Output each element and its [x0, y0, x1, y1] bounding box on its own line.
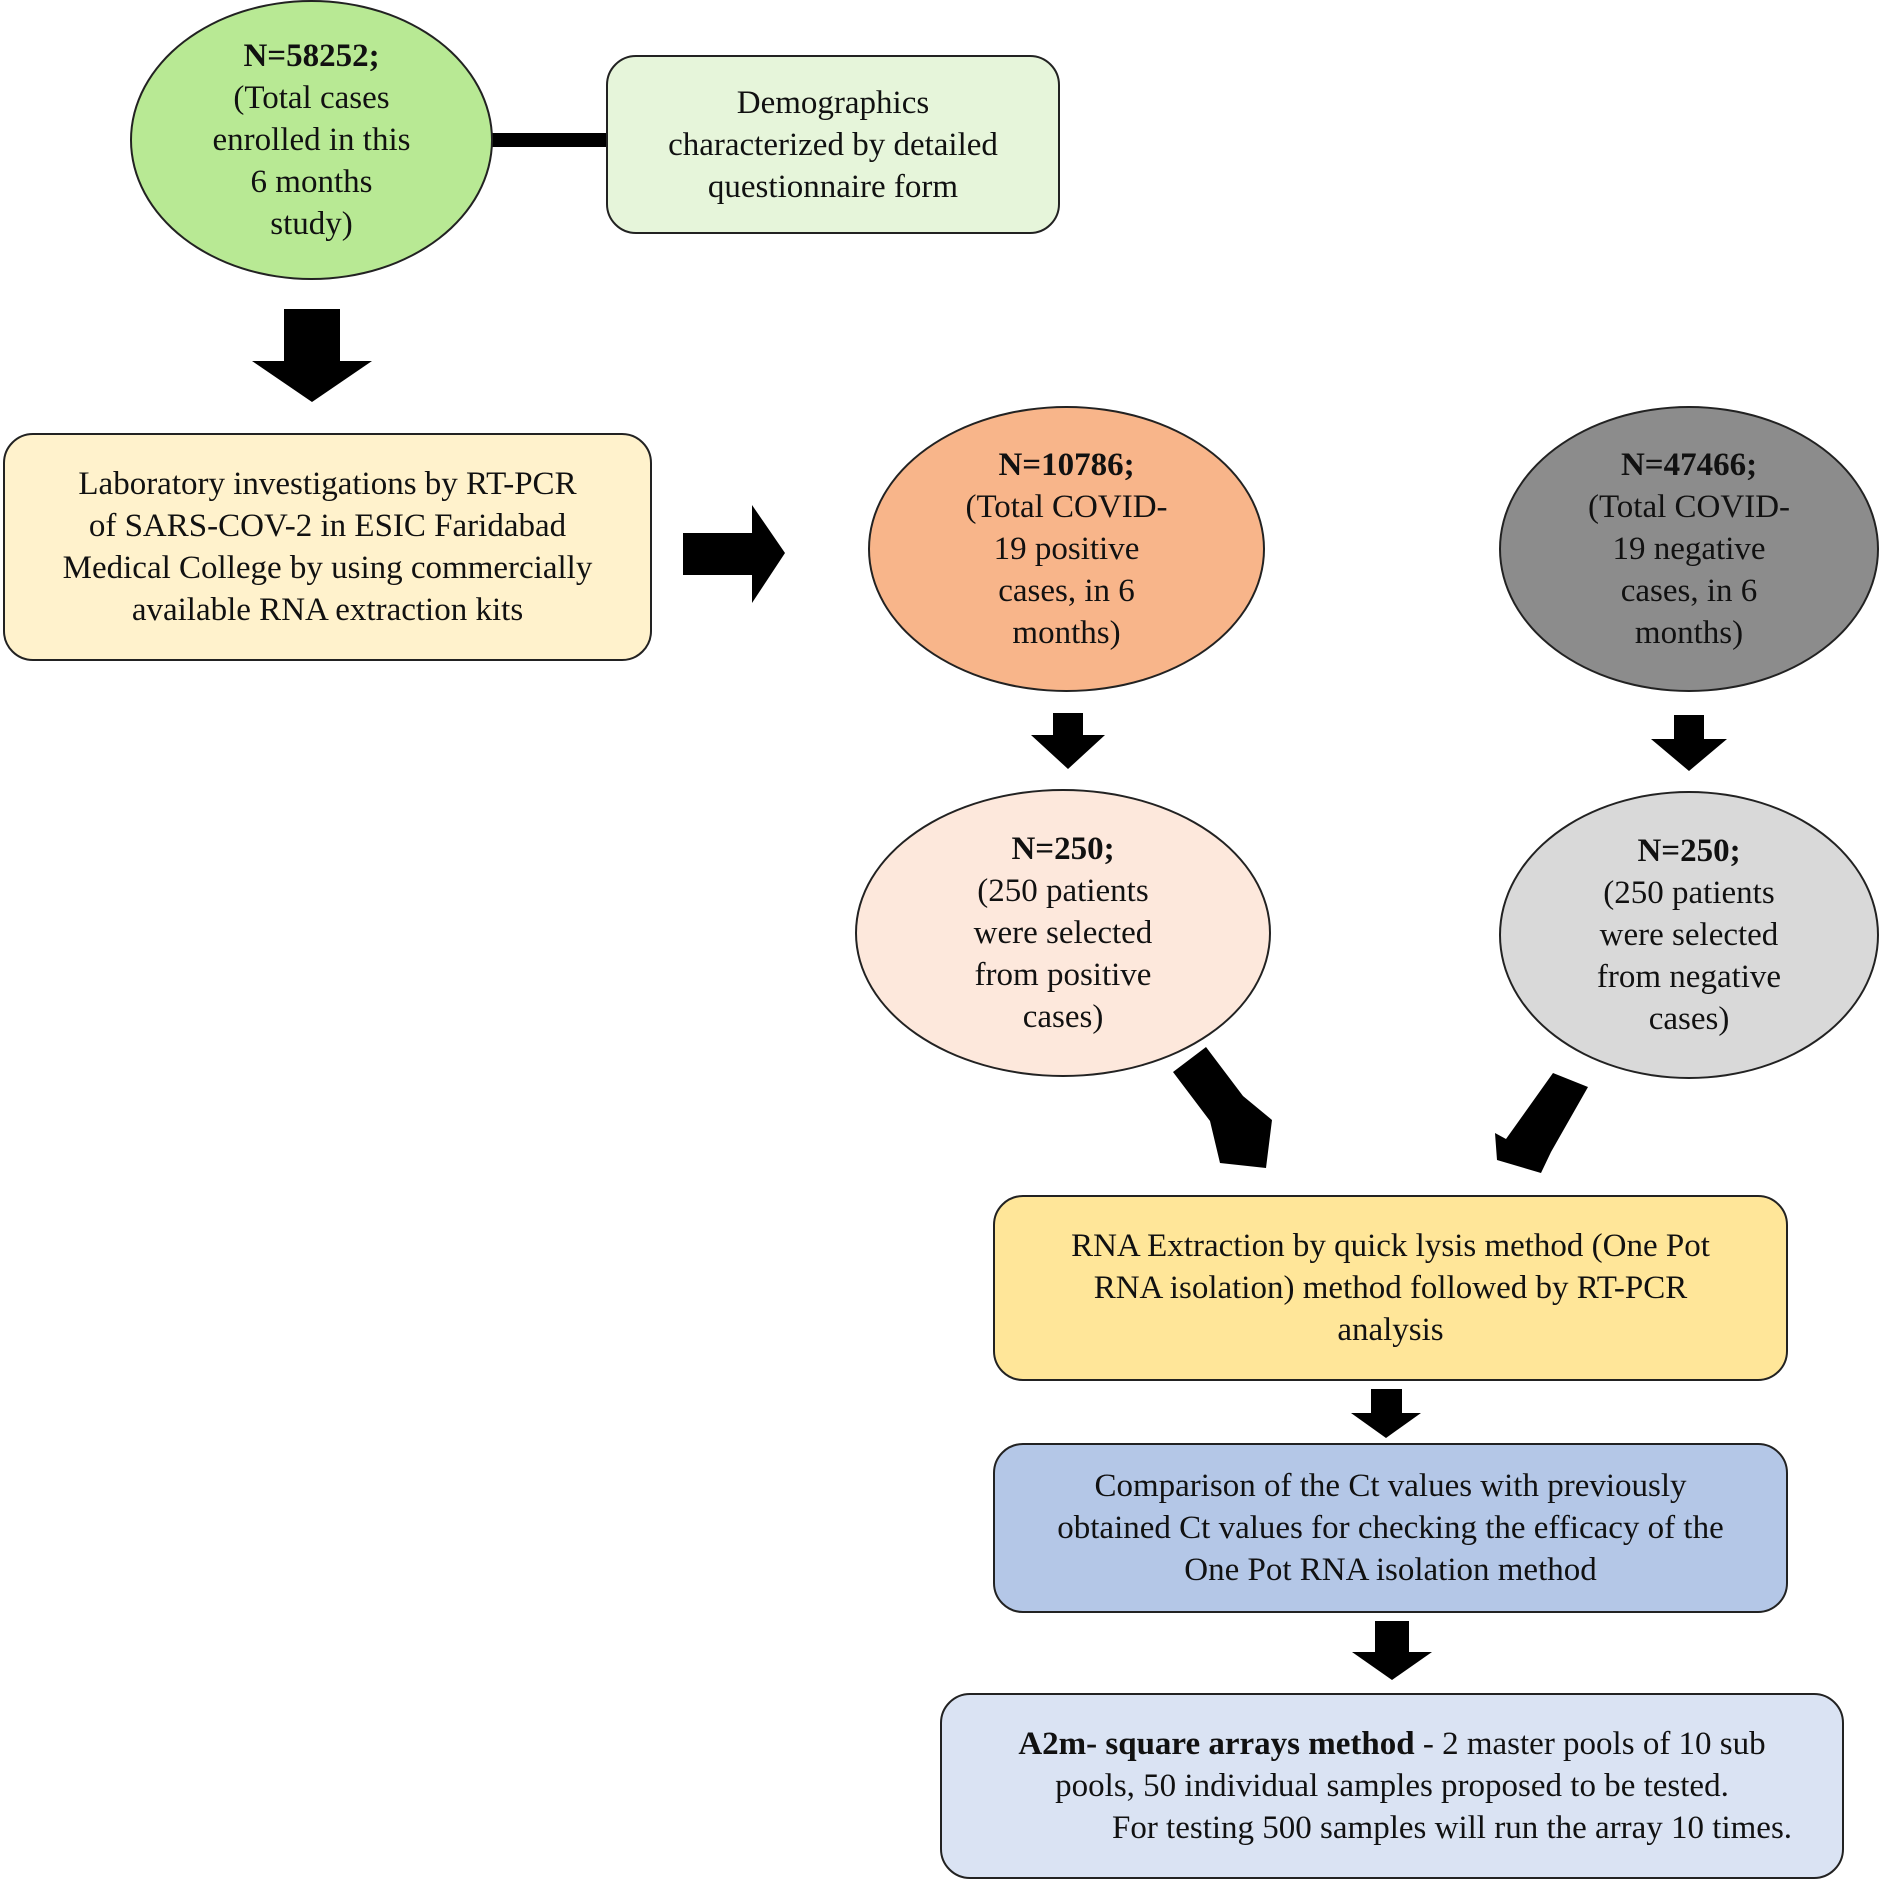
- arrow-down-negative: [1651, 715, 1727, 771]
- negative-cases-line: 19 negative: [1612, 531, 1766, 567]
- positive-cases-line: (Total COVID-: [965, 489, 1168, 525]
- demographics-line: questionnaire form: [707, 168, 959, 205]
- rna-line: analysis: [1337, 1312, 1444, 1348]
- total-cases-node: N=58252; (Total cases enrolled in this 6…: [130, 0, 493, 280]
- arrow-diagonal-negative: [1495, 1073, 1588, 1173]
- positive-sample-line: (250 patients: [977, 873, 1149, 909]
- negative-cases-line: months): [1634, 615, 1744, 651]
- demographics-line: Demographics: [736, 84, 930, 121]
- negative-cases-node: N=47466; (Total COVID- 19 negative cases…: [1499, 406, 1879, 692]
- a2m-method-box: A2m- square arrays method - 2 master poo…: [940, 1693, 1844, 1879]
- total-cases-heading: N=58252;: [243, 38, 380, 74]
- lab-investigation-box: Laboratory investigations by RT-PCR of S…: [3, 433, 652, 661]
- positive-cases-node: N=10786; (Total COVID- 19 positive cases…: [868, 406, 1265, 692]
- positive-cases-line: 19 positive: [993, 531, 1140, 567]
- a2m-line-3: For testing 500 samples will run the arr…: [1111, 1810, 1793, 1846]
- negative-sample-line: (250 patients: [1603, 875, 1775, 911]
- total-cases-line: enrolled in this: [212, 122, 411, 158]
- total-cases-line: study): [270, 206, 353, 242]
- total-cases-line: 6 months: [250, 164, 373, 200]
- positive-cases-line: months): [1012, 615, 1121, 651]
- positive-cases-line: cases, in 6: [998, 573, 1135, 609]
- negative-cases-heading: N=47466;: [1620, 447, 1758, 483]
- positive-sample-line: were selected: [973, 915, 1153, 951]
- positive-cases-heading: N=10786;: [998, 447, 1135, 483]
- negative-cases-line: (Total COVID-: [1587, 489, 1791, 525]
- rna-line: RNA Extraction by quick lysis method (On…: [1071, 1228, 1710, 1264]
- positive-sample-line: cases): [1022, 999, 1104, 1035]
- demographics-line: characterized by detailed: [668, 126, 998, 163]
- arrow-down-to-lab: [252, 309, 372, 402]
- a2m-line-1-rest: - 2 master pools of 10 sub: [1414, 1726, 1766, 1762]
- positive-sample-heading: N=250;: [1011, 831, 1115, 867]
- total-cases-line: (Total cases: [233, 80, 390, 116]
- lab-line: available RNA extraction kits: [131, 592, 524, 628]
- a2m-line-1: A2m- square arrays method - 2 master poo…: [1018, 1723, 1765, 1765]
- positive-sample-line: from positive: [974, 957, 1152, 993]
- lab-line: Medical College by using commercially: [62, 550, 593, 586]
- rna-extraction-box: RNA Extraction by quick lysis method (On…: [993, 1195, 1788, 1381]
- negative-cases-line: cases, in 6: [1620, 573, 1758, 609]
- connector-total-demographics: [490, 133, 608, 147]
- comparison-line: Comparison of the Ct values with previou…: [1094, 1468, 1687, 1504]
- a2m-line-2: pools, 50 individual samples proposed to…: [1055, 1768, 1729, 1804]
- negative-sample-line: were selected: [1599, 917, 1779, 953]
- demographics-box: Demographics characterized by detailed q…: [606, 55, 1060, 234]
- lab-line: Laboratory investigations by RT-PCR: [78, 466, 577, 502]
- negative-sample-line: from negative: [1596, 959, 1782, 995]
- negative-sample-heading: N=250;: [1637, 833, 1741, 869]
- arrow-diagonal-positive: [1173, 1047, 1272, 1168]
- negative-sample-line: cases): [1648, 1001, 1730, 1037]
- arrow-right-to-results: [683, 505, 785, 603]
- arrow-down-comparison: [1351, 1389, 1421, 1438]
- rna-line: RNA isolation) method followed by RT-PCR: [1093, 1270, 1688, 1306]
- positive-sample-node: N=250; (250 patients were selected from …: [855, 789, 1271, 1077]
- lab-line: of SARS-COV-2 in ESIC Faridabad: [88, 508, 567, 544]
- negative-sample-node: N=250; (250 patients were selected from …: [1499, 791, 1879, 1079]
- a2m-method-title: A2m- square arrays method: [1018, 1726, 1415, 1762]
- arrow-down-positive: [1031, 713, 1105, 769]
- ct-comparison-box: Comparison of the Ct values with previou…: [993, 1443, 1788, 1613]
- comparison-line: obtained Ct values for checking the effi…: [1057, 1510, 1724, 1546]
- arrow-down-a2m: [1352, 1621, 1432, 1680]
- comparison-line: One Pot RNA isolation method: [1184, 1552, 1597, 1588]
